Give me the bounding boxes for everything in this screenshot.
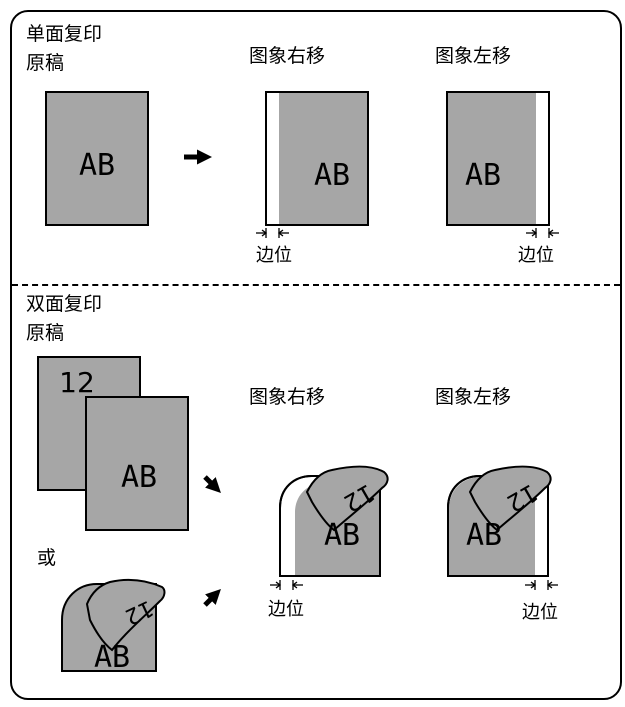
single-original-page: AB <box>45 91 149 226</box>
single-left-text: AB <box>465 158 501 193</box>
double-shift-left-page: 12 AB <box>447 465 552 577</box>
double-sided-title: 双面复印 <box>26 293 103 315</box>
double-right-text: AB <box>324 518 360 553</box>
or-label: 或 <box>37 547 57 569</box>
double-right-margin-indicator <box>270 580 303 590</box>
single-shift-right-page: AB <box>265 91 369 226</box>
single-left-margin-indicator <box>526 228 559 238</box>
double-back-text: 12 <box>59 366 95 399</box>
single-original-text: AB <box>79 148 115 183</box>
single-shift-left-page: AB <box>446 91 550 226</box>
double-front-page: AB <box>85 396 189 531</box>
single-shift-right-title: 图象右移 <box>249 45 326 67</box>
double-left-text: AB <box>466 518 502 553</box>
arrow-up-right-icon <box>203 589 221 607</box>
double-left-margin-indicator <box>525 580 558 590</box>
curled-original-text: AB <box>94 640 130 675</box>
single-right-margin-indicator <box>256 228 289 238</box>
single-sided-original-label: 原稿 <box>26 52 65 74</box>
double-curled-original: 12 AB <box>61 578 166 675</box>
single-sided-title: 单面复印 <box>26 23 103 45</box>
double-left-margin-label: 边位 <box>522 602 558 623</box>
single-shift-left-title: 图象左移 <box>435 45 512 67</box>
single-right-text: AB <box>314 158 350 193</box>
double-front-text: AB <box>121 460 157 495</box>
double-sided-original-label: 原稿 <box>26 322 65 344</box>
single-right-margin-label: 边位 <box>256 245 292 266</box>
double-shift-right-page: 12 AB <box>279 465 389 577</box>
section-divider <box>12 284 620 286</box>
arrow-down-right-icon <box>203 475 221 493</box>
double-shift-right-title: 图象右移 <box>249 386 326 408</box>
double-shift-left-title: 图象左移 <box>435 386 512 408</box>
single-left-margin-label: 边位 <box>518 245 554 266</box>
double-right-margin-label: 边位 <box>268 599 304 620</box>
diagram-frame <box>10 10 622 700</box>
